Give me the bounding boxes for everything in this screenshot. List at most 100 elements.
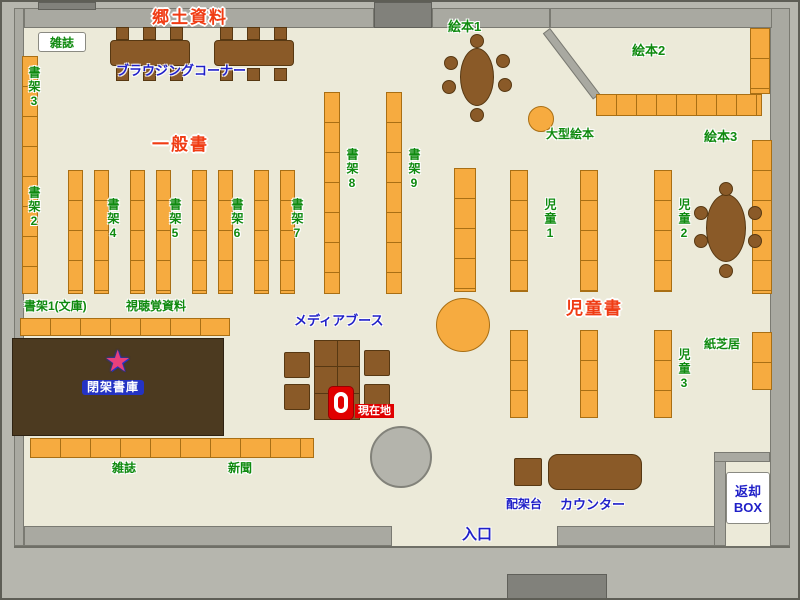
large-picture-books-label: 大型絵本 <box>546 127 595 141</box>
shelf-children-lower-3 <box>654 330 672 418</box>
media-booth-cell <box>337 341 359 367</box>
shelf-general-2 <box>94 170 109 294</box>
wall-right <box>770 8 790 546</box>
chair <box>694 234 708 248</box>
shelf-shoka9 <box>386 92 402 294</box>
current-location-ring <box>334 392 348 413</box>
shelf-general-7 <box>254 170 269 294</box>
closed-stacks-label: 閉架書庫 <box>82 380 145 396</box>
media-booth-side <box>364 350 390 376</box>
chair <box>748 206 762 220</box>
kamishibai-label: 紙芝居 <box>704 337 741 351</box>
chair <box>442 80 456 94</box>
wall-top-dark-block <box>374 2 432 28</box>
current-location-label: 現在地 <box>355 404 394 419</box>
browsing-table-1 <box>110 40 190 66</box>
chair <box>470 34 484 48</box>
shelf-picture-books3 <box>752 140 772 294</box>
stool <box>116 27 129 40</box>
shelf-top-right-corner <box>750 28 770 94</box>
shelf9-label: 書架9 <box>407 148 421 192</box>
shelf-kamishibai <box>752 332 772 390</box>
entrance-label: 入口 <box>462 526 493 543</box>
shelf2-label: 書架2 <box>27 186 41 230</box>
stool <box>170 27 183 40</box>
wall-top-left <box>24 8 374 28</box>
chair <box>498 78 512 92</box>
wall-return-partition <box>714 452 726 546</box>
stool <box>274 27 287 40</box>
chair <box>748 234 762 248</box>
wall-return-stub <box>714 452 770 462</box>
counter-label: カウンター <box>560 497 626 512</box>
wall-bottom-left <box>24 526 392 546</box>
shelf-general-6 <box>218 170 233 294</box>
shelf8-label: 書架8 <box>345 148 359 192</box>
media-booth-cell <box>315 341 337 367</box>
magazines-top-label: 雑誌 <box>49 35 74 50</box>
shelf-general-5 <box>192 170 207 294</box>
stool <box>116 68 129 81</box>
picture-books3-label: 絵本3 <box>704 129 738 144</box>
shelf-general-3 <box>130 170 145 294</box>
picture-books1-table <box>460 48 494 106</box>
wall-bottom-right <box>557 526 717 546</box>
audiovisual-label: 視聴覚資料 <box>126 299 187 313</box>
sorting-stand-label: 配架台 <box>506 497 543 511</box>
children3-label: 児童3 <box>677 348 691 392</box>
large-picture-books-stand <box>528 106 554 132</box>
wall-bottom-dark-block <box>507 574 607 598</box>
stool <box>274 68 287 81</box>
stool <box>247 27 260 40</box>
round-display-table <box>436 298 490 352</box>
local-materials-label: 郷土資料 <box>152 8 228 27</box>
star-icon: ★ <box>106 346 130 376</box>
magazines-sign-box: 雑誌 <box>38 32 86 52</box>
shelf-shoka8 <box>324 92 340 294</box>
wall-top-right <box>550 8 772 28</box>
stool <box>247 68 260 81</box>
chair <box>719 264 733 278</box>
stool <box>143 27 156 40</box>
shelf1-bunko-label: 書架1(文庫) <box>24 299 87 313</box>
current-location-marker <box>328 386 354 420</box>
shelf-left-wall <box>22 56 38 294</box>
children-books-label: 児童書 <box>566 299 623 318</box>
stool <box>143 68 156 81</box>
chair <box>496 54 510 68</box>
shelf5-label: 書架5 <box>168 198 182 242</box>
shelf-magazine-newspaper <box>30 438 314 458</box>
media-booth-side <box>284 352 310 378</box>
stool <box>220 68 233 81</box>
browsing-corner-label: ブラウジングコーナー <box>116 63 247 78</box>
media-booth-side <box>284 384 310 410</box>
shelf-children-lower-2 <box>580 330 598 418</box>
sorting-stand-desk <box>514 458 542 486</box>
general-books-label: 一般書 <box>152 135 209 154</box>
children2-table <box>706 194 746 262</box>
shelf-children-upper-2 <box>580 170 598 292</box>
chair <box>470 108 484 122</box>
shelf-general-1 <box>68 170 83 294</box>
magazines-bottom-label: 雑誌 <box>112 461 137 475</box>
stool <box>220 27 233 40</box>
shelf-picture-books2 <box>596 94 762 116</box>
shelf-general-8 <box>280 170 295 294</box>
newspaper-label: 新聞 <box>228 461 253 475</box>
return-box-label-line1: 返却 <box>734 484 761 499</box>
shelf-center <box>454 168 476 292</box>
stool <box>170 68 183 81</box>
children2-label: 児童2 <box>677 198 691 242</box>
shelf4-label: 書架4 <box>106 198 120 242</box>
shelf6-label: 書架6 <box>230 198 244 242</box>
shelf3-label: 書架3 <box>27 66 41 110</box>
chair <box>444 56 458 70</box>
counter-desk <box>548 454 642 490</box>
shelf-general-4 <box>156 170 171 294</box>
picture-books2-label: 絵本2 <box>632 43 666 58</box>
children1-label: 児童1 <box>543 198 557 242</box>
chair <box>719 182 733 196</box>
shelf7-label: 書架7 <box>290 198 304 242</box>
return-box: 返却 BOX <box>726 472 770 524</box>
